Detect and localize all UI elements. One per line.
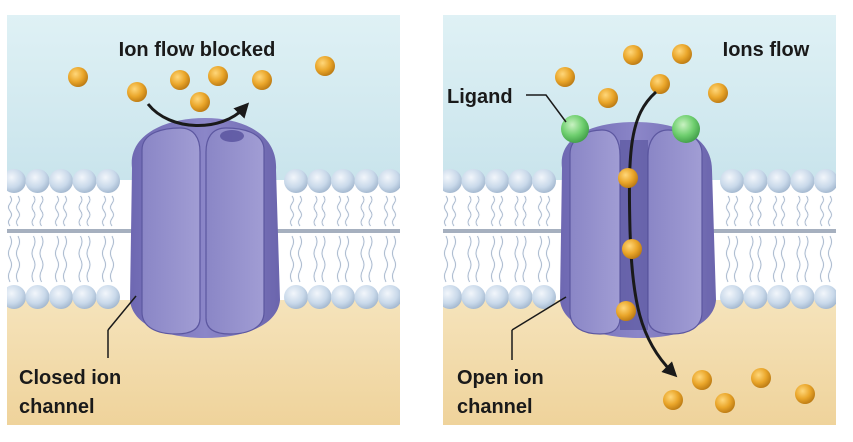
ion-flow-arrow bbox=[627, 90, 678, 378]
ions-cytoplasm bbox=[663, 368, 815, 413]
ions-in-channel bbox=[616, 168, 642, 321]
closed-ion-channel bbox=[130, 118, 280, 338]
left-panel bbox=[7, 15, 400, 425]
blocked-flow-arrow bbox=[146, 102, 250, 127]
ions-extracellular bbox=[555, 44, 728, 108]
ions-extracellular bbox=[68, 56, 335, 112]
closed-channel-label-line2: channel bbox=[19, 396, 95, 418]
closed-channel-label-line1: Closed ion bbox=[19, 367, 121, 389]
ligand-label: Ligand bbox=[447, 86, 513, 108]
closed-channel-pointer-diag bbox=[107, 295, 137, 331]
right-panel bbox=[443, 15, 836, 425]
left-title: Ion flow blocked bbox=[119, 39, 276, 61]
open-ion-channel bbox=[560, 122, 716, 338]
open-channel-pointer-diag bbox=[511, 296, 567, 331]
ligand-pointer bbox=[526, 94, 567, 123]
right-title: Ions flow bbox=[723, 39, 810, 61]
ligand-molecules bbox=[561, 115, 700, 143]
lipid-bilayer bbox=[7, 169, 400, 309]
open-channel-label-line2: channel bbox=[457, 396, 533, 418]
open-channel-label-line1: Open ion bbox=[457, 367, 544, 389]
